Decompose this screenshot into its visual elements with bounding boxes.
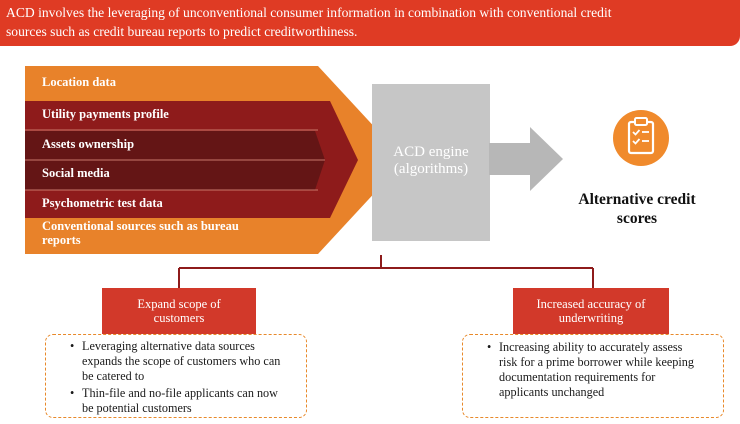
input-label-social-media: Social media	[42, 166, 110, 180]
input-label-psychometric: Psychometric test data	[42, 196, 163, 210]
benefit-1-bullet-1: Leveraging alternative data sources expa…	[70, 339, 298, 384]
benefit-1-bullet-2: Thin-file and no-file applicants can now…	[70, 386, 298, 416]
input-label-location-data: Location data	[42, 75, 116, 89]
benefit-title-increased-accuracy: Increased accuracy of underwriting	[513, 288, 669, 334]
right-arrow-icon	[489, 127, 563, 191]
acd-engine-box	[372, 84, 490, 241]
input-label-assets-ownership: Assets ownership	[42, 137, 135, 151]
benefit-details-expand-scope: Leveraging alternative data sources expa…	[45, 334, 307, 418]
bullet-line: risk for a prime borrower while keeping	[499, 355, 694, 369]
result-line-1: Alternative credit	[578, 191, 696, 208]
bullet-line: expands the scope of customers who can	[82, 354, 281, 368]
connector-lines	[178, 255, 594, 289]
bullet-line: Thin-file and no-file applicants can now	[82, 386, 278, 400]
bullet-line: be potential customers	[82, 401, 192, 415]
alternative-credit-scores-label: Alternative credit scores	[572, 190, 702, 228]
bullet-line: Increasing ability to accurately assess	[499, 340, 683, 354]
bullet-line: applicants unchanged	[499, 385, 605, 399]
benefit-1-title-line-2: customers	[153, 311, 205, 325]
bullet-line: Leveraging alternative data sources	[82, 339, 255, 353]
clipboard-checklist-icon	[613, 110, 669, 166]
input-label-utility-payments: Utility payments profile	[42, 107, 169, 121]
acd-engine-label: ACD engine (algorithms)	[372, 144, 490, 178]
benefit-2-bullet-1: Increasing ability to accurately assess …	[487, 340, 715, 400]
benefit-2-title-line-2: underwriting	[558, 311, 624, 325]
engine-title: ACD engine	[393, 144, 469, 160]
result-line-2: scores	[616, 210, 658, 227]
banner-text-line-1: ACD involves the leveraging of unconvent…	[6, 5, 612, 20]
benefit-1-title-line-1: Expand scope of	[137, 297, 221, 311]
header-banner: ACD involves the leveraging of unconvent…	[0, 0, 740, 46]
benefit-details-increased-accuracy: Increasing ability to accurately assess …	[462, 334, 724, 418]
input-label-conventional-sources-line2: reports	[42, 233, 81, 247]
bullet-line: be catered to	[82, 369, 145, 383]
banner-text-line-2: sources such as credit bureau reports to…	[6, 24, 358, 39]
engine-subtitle: (algorithms)	[393, 161, 469, 177]
bullet-line: documentation requirements for	[499, 370, 656, 384]
input-label-conventional-sources-line1: Conventional sources such as bureau	[42, 219, 239, 233]
benefit-title-expand-scope: Expand scope of customers	[102, 288, 256, 334]
benefit-2-title-line-1: Increased accuracy of	[536, 297, 646, 311]
